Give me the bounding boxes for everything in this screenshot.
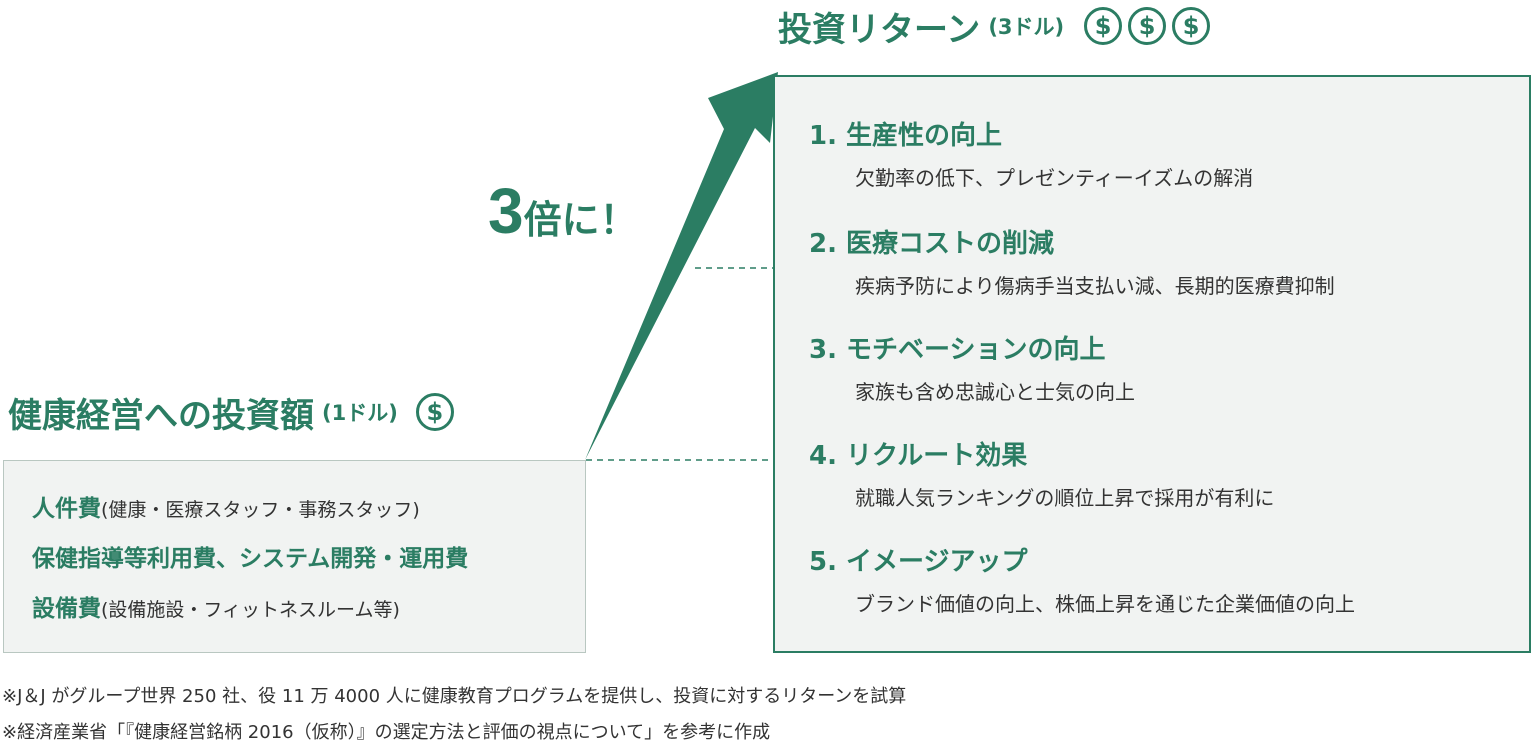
multiplier-text: 倍に！ bbox=[523, 198, 638, 242]
dollar-coin-icon: $ bbox=[1172, 7, 1211, 45]
dollar-coin-icon: $ bbox=[1128, 7, 1167, 45]
return-title: 投資リターン (3ドル) $ $ $ bbox=[778, 4, 1211, 50]
investment-item: 設備費(設備施設・フィットネスルーム等) bbox=[32, 589, 400, 623]
investment-item-label: 保健指導等利用費、システム開発・運用費 bbox=[32, 546, 469, 572]
return-item: 3. モチベーションの向上 家族も含め忠誠心と士気の向上 bbox=[809, 329, 1135, 405]
multiplier-label: 3倍に！ bbox=[488, 174, 638, 248]
footnote: ※J＆J がグループ世界 250 社、役 11 万 4000 人に健康教育プログ… bbox=[2, 686, 907, 707]
return-item-detail: 就職人気ランキングの順位上昇で採用が有利に bbox=[855, 486, 1275, 510]
return-item-heading: 2. 医療コストの削減 bbox=[809, 229, 1055, 259]
investment-title: 健康経営への投資額 (1ドル) $ bbox=[8, 386, 454, 438]
return-item: 5. イメージアップ ブランド価値の向上、株価上昇を通じた企業価値の向上 bbox=[809, 541, 1355, 617]
return-item-heading: 5. イメージアップ bbox=[809, 547, 1028, 577]
footnote: ※経済産業省「『健康経営銘柄 2016（仮称）』の選定方法と評価の視点について」… bbox=[2, 722, 771, 743]
investment-item-note: (設備施設・フィットネスルーム等) bbox=[101, 599, 400, 621]
return-item-heading: 1. 生産性の向上 bbox=[809, 121, 1003, 151]
investment-item-label: 人件費 bbox=[32, 496, 101, 522]
return-title-sub: (3ドル) bbox=[988, 15, 1065, 39]
return-item: 1. 生産性の向上 欠勤率の低下、プレゼンティーイズムの解消 bbox=[809, 115, 1253, 191]
investment-item-label: 設備費 bbox=[32, 596, 101, 622]
multiplier-number: 3 bbox=[488, 175, 524, 247]
return-title-main: 投資リターン bbox=[778, 9, 981, 50]
investment-item-note: (健康・医療スタッフ・事務スタッフ) bbox=[101, 499, 420, 521]
return-item-heading: 3. モチベーションの向上 bbox=[809, 335, 1106, 365]
investment-item: 人件費(健康・医療スタッフ・事務スタッフ) bbox=[32, 489, 420, 523]
investment-title-sub: (1ドル) bbox=[322, 401, 398, 425]
return-item-detail: 疾病予防により傷病手当支払い減、長期的医療費抑制 bbox=[855, 274, 1335, 298]
return-item: 2. 医療コストの削減 疾病予防により傷病手当支払い減、長期的医療費抑制 bbox=[809, 223, 1335, 299]
dollar-coin-icon: $ bbox=[1084, 7, 1123, 45]
return-item-detail: 欠勤率の低下、プレゼンティーイズムの解消 bbox=[855, 166, 1254, 190]
investment-box: 人件費(健康・医療スタッフ・事務スタッフ) 保健指導等利用費、システム開発・運用… bbox=[3, 460, 586, 653]
return-item-detail: ブランド価値の向上、株価上昇を通じた企業価値の向上 bbox=[855, 592, 1355, 616]
investment-title-main: 健康経営への投資額 bbox=[8, 395, 314, 436]
dollar-coin-icon: $ bbox=[415, 393, 454, 431]
return-item: 4. リクルート効果 就職人気ランキングの順位上昇で採用が有利に bbox=[809, 435, 1274, 511]
investment-item: 保健指導等利用費、システム開発・運用費 bbox=[32, 539, 468, 573]
arrow-shape bbox=[585, 72, 778, 460]
return-item-detail: 家族も含め忠誠心と士気の向上 bbox=[855, 380, 1135, 404]
return-box: 1. 生産性の向上 欠勤率の低下、プレゼンティーイズムの解消 2. 医療コストの… bbox=[773, 75, 1531, 653]
return-item-heading: 4. リクルート効果 bbox=[809, 441, 1028, 471]
